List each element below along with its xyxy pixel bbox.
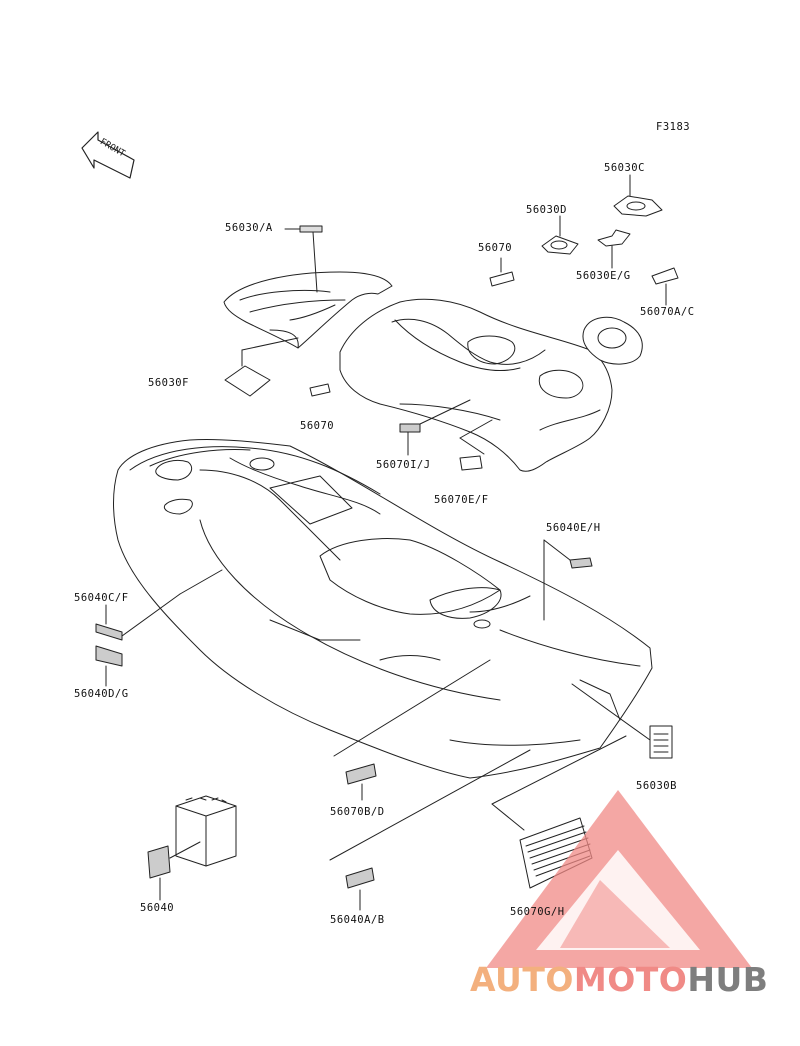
label-56030F: 56030F xyxy=(148,377,189,389)
seat-cover-part xyxy=(223,271,393,349)
decal-56070AC-shape xyxy=(651,267,679,306)
label-56040: 56040 xyxy=(140,902,175,914)
decal-56070-left-shape xyxy=(309,383,331,397)
decal-56040CF-shape xyxy=(95,569,223,641)
part-56030D-shape xyxy=(541,215,579,255)
decal-56030F-shape xyxy=(224,337,299,397)
label-56070IJ: 56070I/J xyxy=(376,459,431,471)
label-56030A: 56030/A xyxy=(225,222,273,234)
label-56040CF: 56040C/F xyxy=(74,592,129,604)
label-56070AC: 56070A/C xyxy=(640,306,695,318)
part-56030C-shape xyxy=(613,174,663,217)
part-56030EG-shape xyxy=(597,229,631,269)
decal-56040DG-shape xyxy=(95,645,123,687)
watermark-text: AUTOMOTOHUB xyxy=(470,960,768,999)
front-arrow-icon: FRONT xyxy=(81,131,135,179)
decal-56070BD-shape xyxy=(333,659,491,801)
label-56040DG: 56040D/G xyxy=(74,688,129,700)
battery-part xyxy=(147,795,237,901)
decal-56030A-shape xyxy=(284,225,323,293)
gauge-cluster-part xyxy=(582,316,643,365)
hood-deck-part xyxy=(339,298,613,472)
label-56070BD: 56070B/D xyxy=(330,806,385,818)
label-56030D: 56030D xyxy=(526,204,567,216)
label-56070-top: 56070 xyxy=(478,242,513,254)
decal-56070IJ-shape xyxy=(399,399,471,456)
label-56040EH: 56040E/H xyxy=(546,522,601,534)
decal-56040EH-shape xyxy=(543,539,593,621)
decal-56040AB-shape xyxy=(329,749,531,911)
label-56030B: 56030B xyxy=(636,780,677,792)
label-56070GH: 56070G/H xyxy=(510,906,565,918)
label-56040AB: 56040A/B xyxy=(330,914,385,926)
label-56070-left: 56070 xyxy=(300,420,335,432)
decal-56030B-shape xyxy=(571,683,673,759)
decal-56070GH-shape xyxy=(491,735,627,889)
label-56030C: 56030C xyxy=(604,162,645,174)
decal-56070EF-shape xyxy=(459,419,493,471)
decal-56070-top-shape xyxy=(489,257,515,287)
watermark-part-moto: MOTO xyxy=(573,960,688,999)
figure-id: F3183 xyxy=(656,121,691,133)
label-56070EF: 56070E/F xyxy=(434,494,489,506)
hull-body-part xyxy=(113,438,653,779)
watermark-logo-icon xyxy=(486,790,752,968)
label-56030EG: 56030E/G xyxy=(576,270,631,282)
watermark-part-hub: HUB xyxy=(687,960,769,999)
watermark-part-auto: AUTO xyxy=(470,960,574,999)
